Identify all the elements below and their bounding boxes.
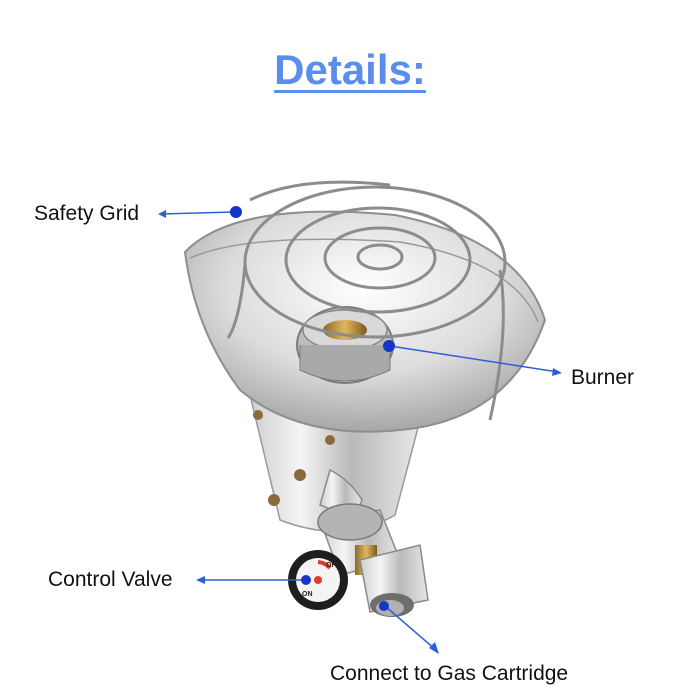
page-title: Details: — [274, 46, 426, 93]
safety-grid — [226, 180, 507, 421]
label-gas-cartridge: Connect to Gas Cartridge — [330, 662, 569, 685]
label-control-valve: Control Valve — [48, 568, 173, 591]
label-safety-grid: Safety Grid — [34, 202, 140, 225]
knob-on-text: ON — [302, 591, 313, 598]
callout-burner — [383, 340, 562, 376]
control-valve-knob: ON OFF — [288, 550, 348, 610]
callout-safety-grid — [158, 206, 242, 218]
knob-off-text: OFF — [326, 562, 341, 569]
callout-gas-cartridge — [379, 601, 439, 654]
callout-control-valve — [196, 575, 311, 585]
label-burner: Burner — [571, 366, 635, 389]
burner-element — [296, 306, 394, 384]
